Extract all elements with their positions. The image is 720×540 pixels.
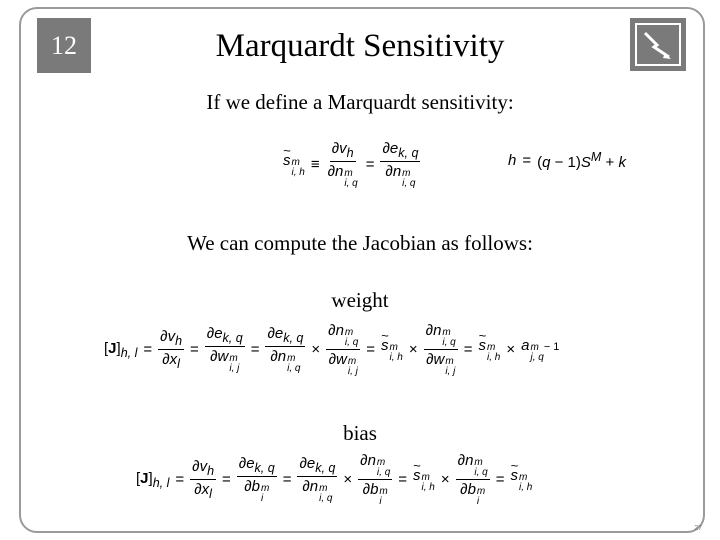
slide-number: 12 [51, 30, 77, 60]
h-index-equation: h=(q − 1)SM + k [508, 150, 626, 171]
slide-title: Marquardt Sensitivity [215, 28, 505, 64]
lightning-logo-icon [635, 23, 681, 66]
weight-label: weight [331, 288, 389, 312]
page-number: 27 [694, 525, 702, 532]
jacobian-text: We can compute the Jacobian as follows: [187, 231, 533, 255]
slide-frame [19, 7, 705, 533]
sensitivity-definition-equation: s mi, h ≡ ∂vh ∂nmi, q = ∂ek, q ∂nmi, q [283, 140, 421, 189]
slide-number-badge: 12 [37, 18, 91, 73]
bias-label: bias [343, 421, 377, 445]
sensitivity-symbol: s mi, h [283, 143, 305, 178]
intro-text: If we define a Marquardt sensitivity: [206, 90, 514, 114]
equals-sign: = [365, 156, 375, 173]
logo-badge [630, 18, 686, 71]
equiv-sign: ≡ [310, 156, 320, 173]
